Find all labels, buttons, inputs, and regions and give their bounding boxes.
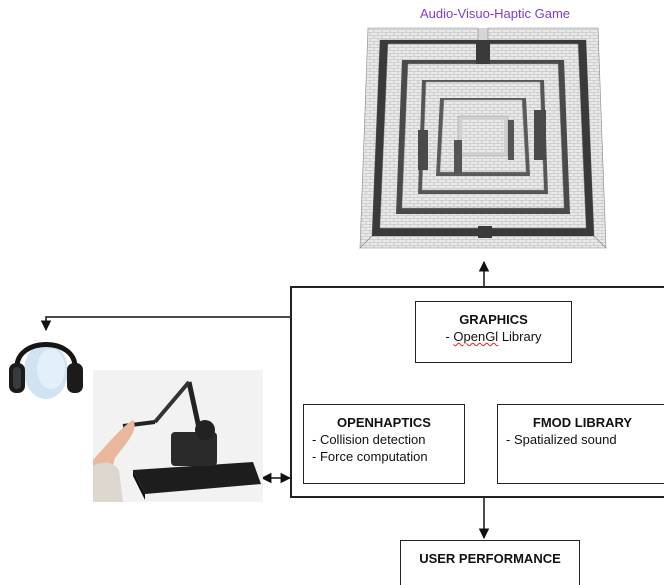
graphics-box: GRAPHICS - OpenGl Library [415,301,572,363]
headphones-image [9,342,83,399]
maze-game-image [359,27,607,249]
user-performance-title: USER PERFORMANCE [419,551,561,566]
haptic-device-image [93,370,263,502]
openhaptics-box: OPENHAPTICS - Collision detection - Forc… [303,404,465,484]
graphics-lib-name: OpenGl [453,329,499,344]
openhaptics-title: OPENHAPTICS [337,415,431,430]
graphics-lib-suffix: Library [498,329,542,344]
user-performance-box: USER PERFORMANCE [400,540,580,585]
game-title: Audio-Visuo-Haptic Game [419,6,571,21]
fmod-box: FMOD LIBRARY - Spatialized sound [497,404,664,484]
openhaptics-line-2: - Force computation [312,449,428,464]
openhaptics-line-1: - Collision detection [312,432,426,447]
fmod-title: FMOD LIBRARY [532,415,633,430]
graphics-library-line: - OpenGl Library [416,329,571,344]
fmod-line-1: - Spatialized sound [506,432,617,447]
graphics-title: GRAPHICS [459,312,528,327]
graphics-dash: - [445,329,454,344]
